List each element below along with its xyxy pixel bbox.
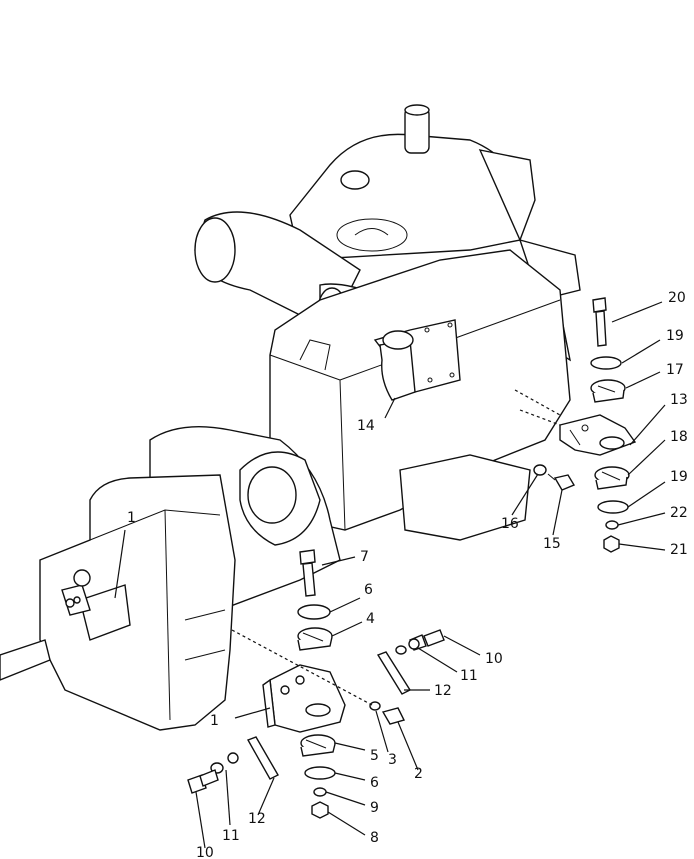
callout-12-upper: 12 <box>434 683 452 699</box>
transmission-case <box>0 474 236 731</box>
callout-16: 16 <box>501 516 519 532</box>
callout-21: 21 <box>670 542 688 558</box>
callout-19-lower: 19 <box>670 469 688 485</box>
callout-3: 3 <box>388 752 397 768</box>
callout-8: 8 <box>370 830 379 846</box>
callout-14: 14 <box>357 418 375 434</box>
callout-15: 15 <box>543 536 561 552</box>
callout-12-lower: 12 <box>248 811 266 827</box>
callout-18: 18 <box>670 429 688 445</box>
callout-4: 4 <box>366 611 375 627</box>
callout-22: 22 <box>670 505 688 521</box>
left-fastener-stack <box>187 549 445 819</box>
callout-5: 5 <box>370 748 379 764</box>
callout-2: 2 <box>414 766 423 782</box>
callout-20: 20 <box>668 290 686 306</box>
right-fastener-stack <box>533 297 630 553</box>
mount-bracket-1-lower <box>262 664 346 733</box>
callout-17: 17 <box>666 362 684 378</box>
callout-10-lower: 10 <box>196 845 214 859</box>
engine-bracket-14 <box>373 319 461 401</box>
callout-11-lower: 11 <box>222 828 240 844</box>
callout-6-lower: 6 <box>370 775 379 791</box>
callout-13: 13 <box>670 392 688 408</box>
callout-1-upper: 1 <box>127 510 136 526</box>
callout-9: 9 <box>370 800 379 816</box>
callout-7: 7 <box>360 549 369 565</box>
callout-11-upper: 11 <box>460 668 478 684</box>
callout-10-upper: 10 <box>485 651 503 667</box>
leader-lines <box>114 301 666 849</box>
mount-bracket-13 <box>559 414 637 456</box>
callout-6-upper: 6 <box>364 582 373 598</box>
callout-19-upper: 19 <box>666 328 684 344</box>
callout-labels: 20 19 17 13 18 19 22 21 14 16 15 1 7 6 4… <box>127 290 688 859</box>
callout-1-lower: 1 <box>210 713 219 729</box>
